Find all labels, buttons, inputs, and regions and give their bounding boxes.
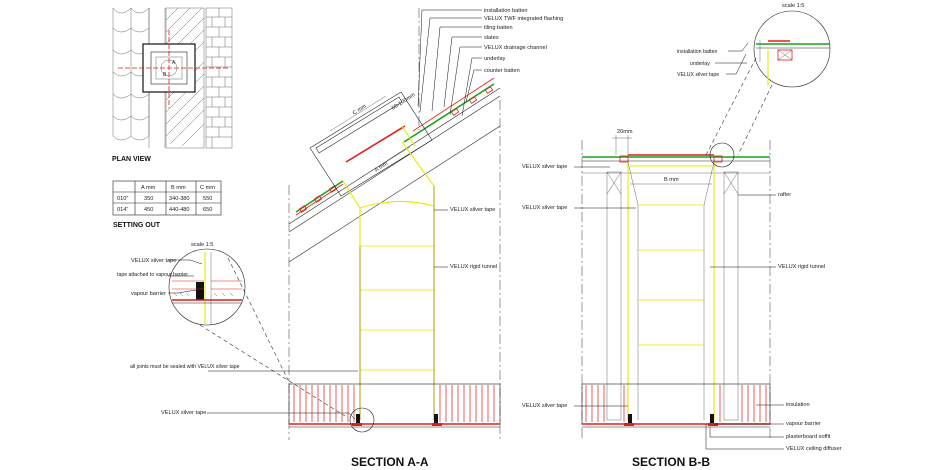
- table-cell: 450: [144, 207, 153, 213]
- bb-ceiling-diffuser-label: VELUX ceiling diffuser: [786, 446, 842, 452]
- bb-left-tape-2: VELUX silver tape: [522, 205, 567, 211]
- callout-integrated-flashing: VELUX TWF integrated flashing: [484, 16, 563, 22]
- dim-20mm-label: 20mm: [617, 129, 633, 135]
- table-cell: 440-480: [169, 207, 190, 213]
- callout-slates: slates: [484, 35, 499, 41]
- dim-b-label: B mm: [664, 177, 679, 183]
- table-header-b: B mm: [171, 185, 186, 191]
- bb-plasterboard-label: plasterboard soffit: [786, 434, 831, 440]
- bb-callout-silver-tape: VELUX silver tape: [677, 72, 719, 78]
- bb-insulation-label: insulation: [786, 402, 810, 408]
- section-bb: 20mm B mm scale 1:5 installation batten …: [522, 3, 842, 469]
- bottom-tape-label: VELUX silver tape: [161, 410, 206, 416]
- aa-silver-tape-label: VELUX silver tape: [450, 207, 495, 213]
- section-aa: C mm A mm 60-100mm: [117, 8, 563, 469]
- detail-callout-tape-attached: tape attached to vapour barrier: [117, 272, 188, 278]
- joints-note: all joints must be sealed with VELUX sil…: [130, 364, 240, 370]
- plan-view-title: PLAN VIEW: [112, 156, 151, 163]
- dim-gap-label: 60-100mm: [391, 92, 417, 112]
- section-aa-title: SECTION A-A: [351, 455, 429, 469]
- scale-left-label: scale 1:5: [191, 242, 213, 248]
- aa-rigid-tunnel-label: VELUX rigid tunnel: [450, 264, 497, 270]
- bb-vapour-barrier-label: vapour barrier: [786, 421, 821, 427]
- section-bb-title: SECTION B-B: [632, 455, 710, 469]
- callout-tiling-batten: tiling batten: [484, 25, 513, 31]
- setting-out-table: A mm B mm C mm 010" 350 340-380 550 014"…: [112, 180, 222, 229]
- detail-callout-vapour-barrier: vapour barrier: [131, 291, 166, 297]
- table-header-a: A mm: [141, 185, 156, 191]
- table-cell: 014": [117, 207, 128, 213]
- plan-view: A B PLAN VIEW: [112, 7, 233, 163]
- bb-left-tape-3: VELUX silver tape: [522, 403, 567, 409]
- bb-left-tape-1: VELUX silver tape: [522, 164, 567, 170]
- dim-c-label: C mm: [352, 103, 368, 116]
- scale-right-label: scale 1:5: [782, 3, 804, 9]
- bb-callout-underlay: underlay: [690, 61, 710, 67]
- plan-marker-b: B: [163, 72, 167, 78]
- table-cell: 550: [203, 196, 212, 202]
- table-cell: 350: [144, 196, 153, 202]
- bb-rigid-tunnel-label: VELUX rigid tunnel: [778, 264, 825, 270]
- setting-out-title: SETTING OUT: [113, 222, 161, 229]
- callout-drainage-channel: VELUX drainage channel: [484, 45, 547, 51]
- callout-installation-batten: installation batten: [484, 8, 528, 14]
- table-cell: 010": [117, 196, 128, 202]
- plan-marker-a: A: [172, 60, 176, 66]
- detail-callout-silver-tape: VELUX silver tape: [131, 258, 176, 264]
- table-cell: 340-380: [169, 196, 190, 202]
- bb-callout-installation-batten: installation batten: [677, 49, 717, 55]
- callout-underlay: underlay: [484, 56, 506, 62]
- table-header-c: C mm: [200, 185, 215, 191]
- dim-a-label: A mm: [374, 161, 390, 174]
- bb-rafter-label: rafter: [778, 192, 791, 198]
- callout-counter-batten: counter batten: [484, 68, 520, 74]
- table-cell: 650: [203, 207, 212, 213]
